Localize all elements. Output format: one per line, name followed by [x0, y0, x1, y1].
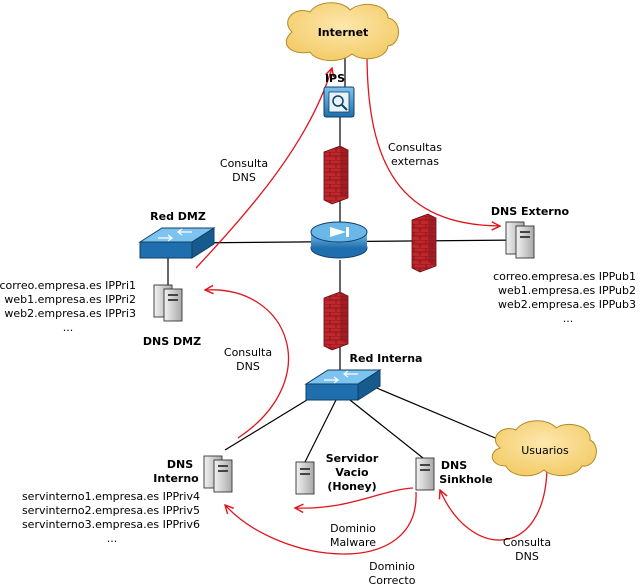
- dmz-record: correo.empresa.es IPPri1: [0, 279, 136, 292]
- dominio-malware-2: Malware: [330, 536, 376, 549]
- externo-records: correo.empresa.es IPPub1 web1.empresa.es…: [493, 270, 636, 325]
- consulta-dns-mid-1: Consulta: [224, 346, 272, 359]
- consulta-dns-users-1: Consulta: [503, 536, 551, 549]
- interno-records: servinterno1.empresa.es IPPriv4 servinte…: [22, 490, 200, 545]
- consulta-dns-top-1: Consulta: [220, 157, 268, 170]
- externo-record: web2.empresa.es IPPub3: [498, 298, 636, 311]
- dns-interno-label-1: DNS: [167, 458, 193, 471]
- externo-record: web1.empresa.es IPPub2: [498, 284, 636, 297]
- red-dmz-label: Red DMZ: [150, 210, 206, 223]
- dns-externo-label: DNS Externo: [491, 205, 570, 218]
- ips-label: IPS: [325, 72, 345, 85]
- firewall-top: [323, 145, 349, 205]
- dmz-record: web2.empresa.es IPPri3: [4, 307, 136, 320]
- interno-record: servinterno3.empresa.es IPPriv6: [22, 518, 200, 531]
- honey-label-2: Vacio: [335, 466, 369, 479]
- switch-interna: Red Interna: [304, 352, 423, 401]
- dns-dmz-label: DNS DMZ: [143, 335, 201, 348]
- interno-record: servinterno1.empresa.es IPPriv4: [22, 490, 200, 503]
- flow-sinkhole-to-interno: [225, 491, 417, 555]
- flow-sinkhole-to-honey: [295, 487, 414, 508]
- flow-interno-to-dmz: [205, 290, 290, 439]
- dmz-record: web1.empresa.es IPPri2: [4, 293, 136, 306]
- flow-labels: Consulta DNS Consultas externas Consulta…: [220, 141, 551, 587]
- usuarios-label: Usuarios: [521, 444, 569, 457]
- consulta-dns-mid-2: DNS: [236, 360, 260, 373]
- interno-record: servinterno2.empresa.es IPPriv5: [22, 504, 200, 517]
- consultas-externas-1: Consultas: [388, 141, 442, 154]
- flow-internet-to-dns-externo: [366, 57, 500, 226]
- firewall-bottom: [323, 291, 349, 351]
- dns-externo-server: DNS Externo: [491, 205, 570, 259]
- consulta-dns-top-2: DNS: [232, 171, 256, 184]
- interno-record-more: ...: [107, 532, 118, 545]
- dominio-malware-1: Dominio: [330, 522, 376, 535]
- dns-interno-server: DNS Interno: [153, 455, 233, 493]
- dominio-correcto-2: Correcto: [369, 574, 416, 587]
- switch-dmz: Red DMZ: [138, 210, 216, 259]
- flow-dmz-to-internet: [195, 68, 332, 269]
- dmz-record-more: ...: [63, 321, 74, 334]
- dns-interno-label-2: Interno: [153, 472, 199, 485]
- externo-record: correo.empresa.es IPPub1: [493, 270, 636, 283]
- externo-record-more: ...: [563, 312, 574, 325]
- red-interna-label: Red Interna: [350, 352, 423, 365]
- ips-device: IPS: [323, 72, 355, 118]
- dominio-correcto-1: Dominio: [369, 560, 415, 573]
- firewall-right: [411, 213, 437, 273]
- honey-label-3: (Honey): [327, 480, 376, 493]
- router-icon: [310, 221, 368, 259]
- consultas-externas-2: externas: [391, 155, 439, 168]
- dns-sinkhole-server: DNS Sinkhole: [415, 457, 493, 491]
- honey-server: Servidor Vacio (Honey): [295, 452, 379, 495]
- flow-users-to-sinkhole: [440, 467, 548, 541]
- sinkhole-label-1: DNS: [441, 459, 467, 472]
- dmz-records: correo.empresa.es IPPri1 web1.empresa.es…: [0, 279, 136, 334]
- honey-label-1: Servidor: [326, 452, 379, 465]
- internet-label: Internet: [318, 26, 369, 39]
- sinkhole-label-2: Sinkhole: [439, 473, 492, 486]
- dns-dmz-server: DNS DMZ: [143, 284, 201, 348]
- internet-cloud: Internet: [285, 2, 399, 61]
- flow-arrows: [195, 57, 548, 555]
- usuarios-cloud: Usuarios: [491, 420, 597, 477]
- consulta-dns-users-2: DNS: [515, 550, 539, 563]
